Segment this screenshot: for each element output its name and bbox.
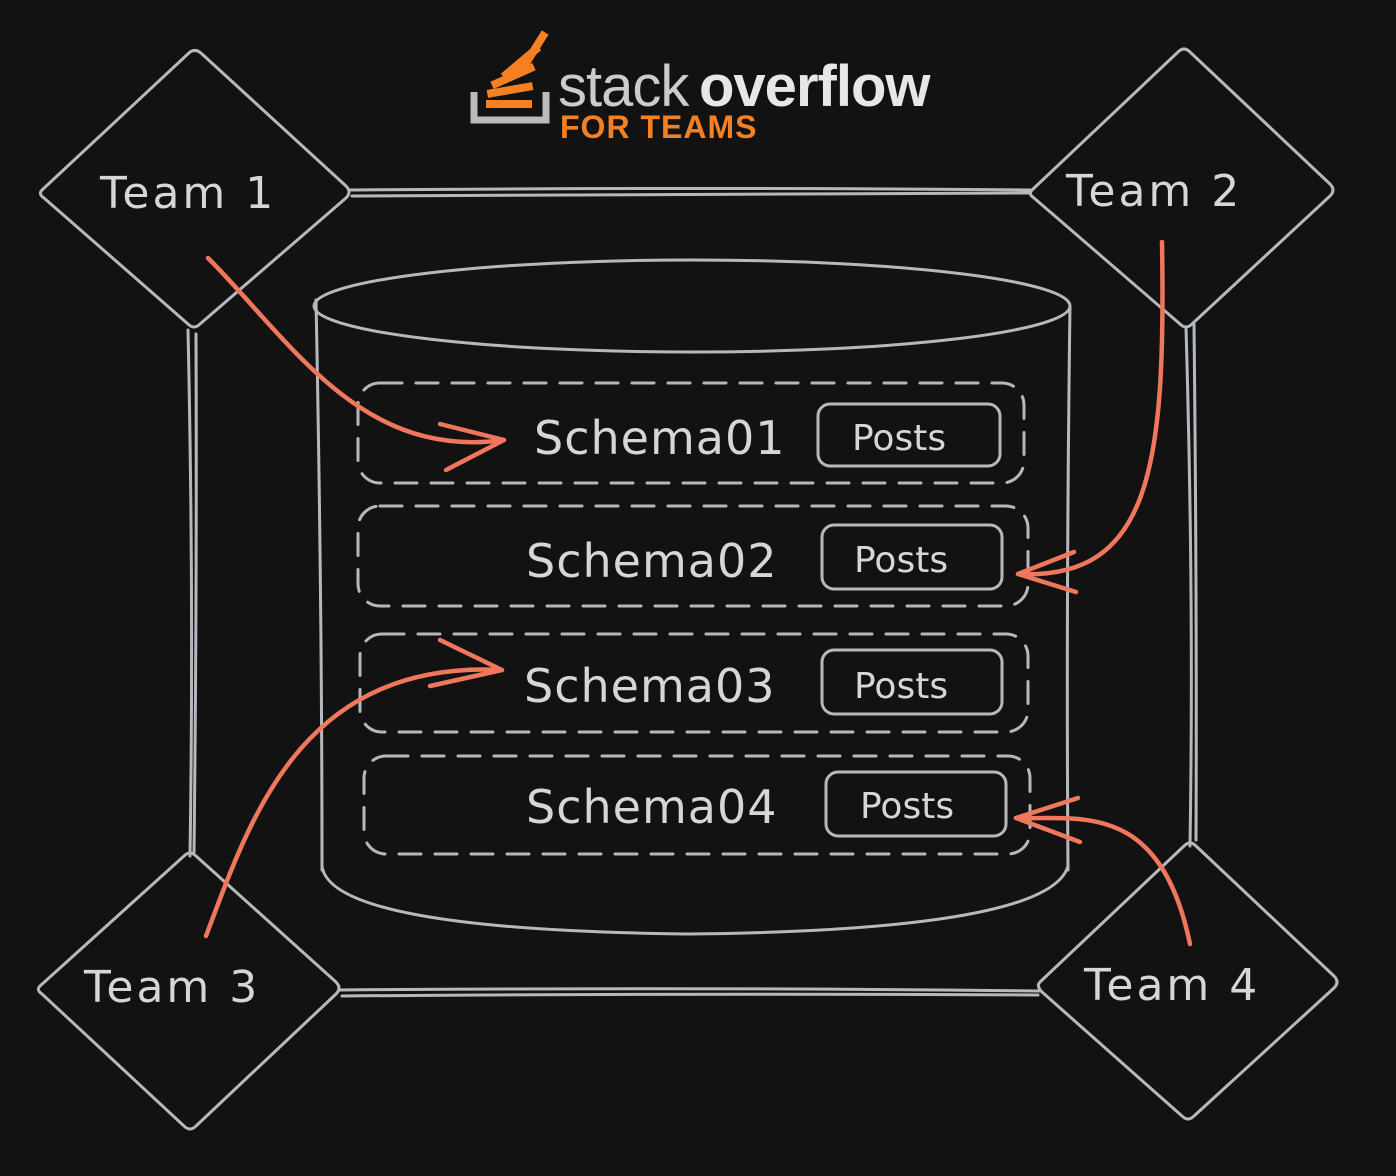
stackoverflow-logo: stack overflow FOR TEAMS: [470, 30, 932, 145]
team-3-node: Team 3: [36, 851, 341, 1131]
brand-subtitle: FOR TEAMS: [560, 109, 757, 145]
schema-row-3: Schema03 Posts: [358, 632, 1030, 734]
schema-label: Schema04: [526, 780, 777, 834]
arrow-team2-to-schema02: [1015, 239, 1165, 595]
team-2-node: Team 2: [1028, 47, 1335, 329]
schema-label: Schema01: [534, 411, 785, 465]
arrow-team1-to-schema01: [205, 255, 507, 473]
posts-table-label: Posts: [854, 666, 948, 707]
schema-row-2: Schema02 Posts: [356, 504, 1030, 608]
posts-table-box: [820, 648, 1004, 716]
team-1-node: Team 1: [38, 48, 351, 329]
posts-table-label: Posts: [860, 786, 954, 827]
arrow-team3-to-schema03: [203, 637, 505, 939]
database-cylinder: [312, 258, 1072, 936]
stack-icon: [470, 30, 550, 124]
brand-name-bold: overflow: [699, 54, 931, 119]
schema-label: Schema03: [524, 659, 775, 713]
posts-table-box: [820, 523, 1004, 591]
team-label: Team 2: [1065, 166, 1242, 217]
posts-table-box: [816, 402, 1002, 468]
team-label: Team 4: [1083, 960, 1260, 1011]
posts-table-label: Posts: [852, 418, 946, 459]
schema-label: Schema02: [526, 534, 777, 588]
posts-table-box: [824, 770, 1008, 838]
posts-table-label: Posts: [854, 540, 948, 581]
team-label: Team 3: [83, 962, 260, 1013]
arrow-team4-to-schema04: [1013, 795, 1193, 947]
team-label: Team 1: [99, 168, 276, 219]
schema-row-4: Schema04 Posts: [362, 754, 1032, 856]
team-frame-lines: [186, 187, 1198, 998]
schema-row-1: Schema01 Posts: [356, 381, 1026, 485]
team-4-node: Team 4: [1036, 841, 1339, 1121]
brand-name-light: stack: [558, 54, 690, 119]
